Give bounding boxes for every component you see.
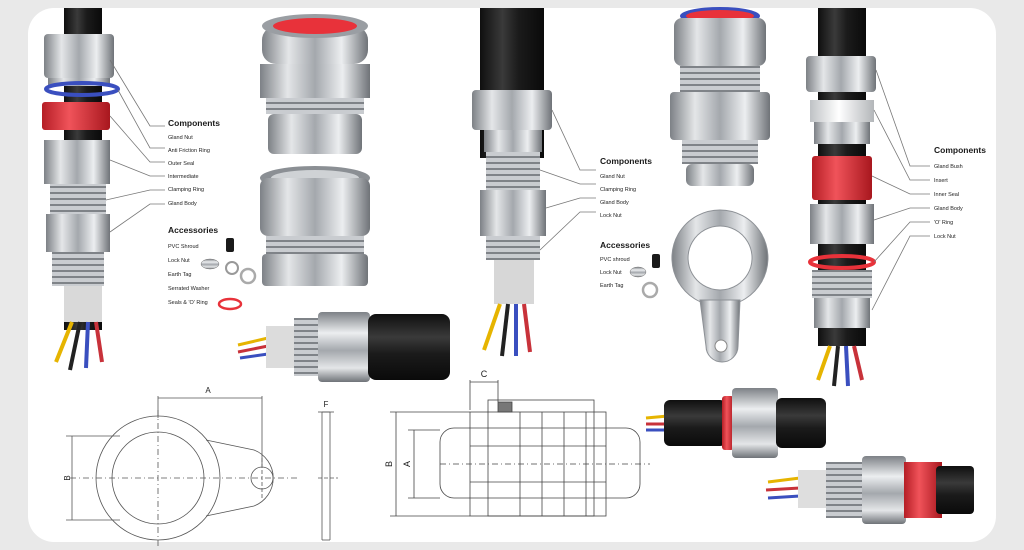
gland-horizontal-bottom-right-2 <box>765 456 974 524</box>
earth-tag-large <box>671 209 769 363</box>
right-components-list: Gland Bush Insert Inner Seal Gland Body … <box>934 164 963 240</box>
middle-accessories-list: PVC shroud Lock Nut Earth Tag <box>600 257 630 289</box>
right-component-insert: Insert <box>934 178 948 184</box>
lock-nut-thumb <box>200 258 220 270</box>
leader-lines-left <box>105 59 165 233</box>
left-component-gland-body: Gland Body <box>168 201 197 207</box>
gland-middle-vertical <box>472 8 552 357</box>
gland-horizontal-center <box>237 312 450 382</box>
middle-accessory-lock-nut: Lock Nut <box>600 270 622 276</box>
left-accessory-serrated-washer: Serrated Washer <box>168 286 210 292</box>
left-component-outer-seal: Outer Seal <box>168 161 194 167</box>
left-accessory-thumbnails <box>200 238 257 311</box>
left-accessory-seals-o-ring: Seals & 'O' Ring <box>168 300 208 306</box>
gland-body-chrome <box>260 166 370 286</box>
leader-lines-right <box>871 69 930 311</box>
right-component-o-ring: 'O' Ring <box>934 220 953 226</box>
right-component-gland-body: Gland Body <box>934 206 963 212</box>
middle-accessory-pvc-shroud: PVC shroud <box>600 257 630 263</box>
middle-components-title: Components <box>600 156 652 166</box>
middle-accessory-earth-tag: Earth Tag <box>600 283 623 289</box>
middle-accessories-title: Accessories <box>600 240 650 250</box>
earth-tag-technical-drawing <box>66 396 338 546</box>
left-components-list: Gland Nut Anti Friction Ring Outer Seal … <box>168 135 210 207</box>
left-accessory-lock-nut: Lock Nut <box>168 258 190 264</box>
gland-chrome-assembled <box>670 7 770 186</box>
anti-friction-ring <box>44 81 120 97</box>
serrated-washer-thumb <box>225 261 239 275</box>
gland-section-technical-drawing <box>390 380 650 517</box>
dim-label-f-thickness: F <box>324 400 329 409</box>
dim-label-a-gland: A <box>402 461 412 467</box>
leader-lines-middle <box>539 109 596 251</box>
gland-right-vertical <box>806 8 876 387</box>
dim-label-b-gland: B <box>384 461 394 467</box>
left-accessory-earth-tag: Earth Tag <box>168 272 191 278</box>
right-component-inner-seal: Inner Seal <box>934 192 959 198</box>
left-component-intermediate: Intermediate <box>168 174 199 180</box>
outer-seal <box>42 102 110 130</box>
middle-component-gland-nut: Gland Nut <box>600 174 625 180</box>
left-accessories-list: PVC Shroud Lock Nut Earth Tag Serrated W… <box>168 244 210 306</box>
dim-label-b-earth-tag: B <box>63 475 72 480</box>
left-components-title: Components <box>168 118 220 128</box>
earth-tag-thumb <box>641 281 659 299</box>
gland-left-exploded <box>42 8 120 371</box>
red-seal-top <box>273 18 357 34</box>
middle-component-lock-nut: Lock Nut <box>600 213 622 219</box>
right-component-lock-nut: Lock Nut <box>934 234 956 240</box>
left-accessories-title: Accessories <box>168 225 218 235</box>
left-component-anti-friction-ring: Anti Friction Ring <box>168 148 210 154</box>
lock-nut-thumb <box>629 266 647 278</box>
o-ring-thumb <box>217 297 243 311</box>
pvc-shroud-thumb <box>652 254 660 268</box>
middle-accessory-thumbnails <box>629 254 660 299</box>
dim-label-a-earth-tag: A <box>205 386 211 395</box>
inner-seal <box>812 156 872 200</box>
left-component-gland-nut: Gland Nut <box>168 135 193 141</box>
earth-tag-thumb <box>239 267 257 285</box>
right-components-title: Components <box>934 145 986 155</box>
middle-component-clamping-ring: Clamping Ring <box>600 187 636 193</box>
left-component-clamping-ring: Clamping Ring <box>168 187 204 193</box>
left-accessory-pvc-shroud: PVC Shroud <box>168 244 199 250</box>
pvc-shroud-thumb <box>226 238 234 252</box>
middle-components-list: Gland Nut Clamping Ring Gland Body Lock … <box>600 174 636 219</box>
gland-horizontal-bottom-right-1 <box>645 388 826 458</box>
middle-component-gland-body: Gland Body <box>600 200 629 206</box>
gland-nut-chrome-top <box>260 14 370 154</box>
dim-label-c-gland: C <box>481 369 488 379</box>
right-component-gland-bush: Gland Bush <box>934 164 963 170</box>
insert <box>810 100 874 122</box>
